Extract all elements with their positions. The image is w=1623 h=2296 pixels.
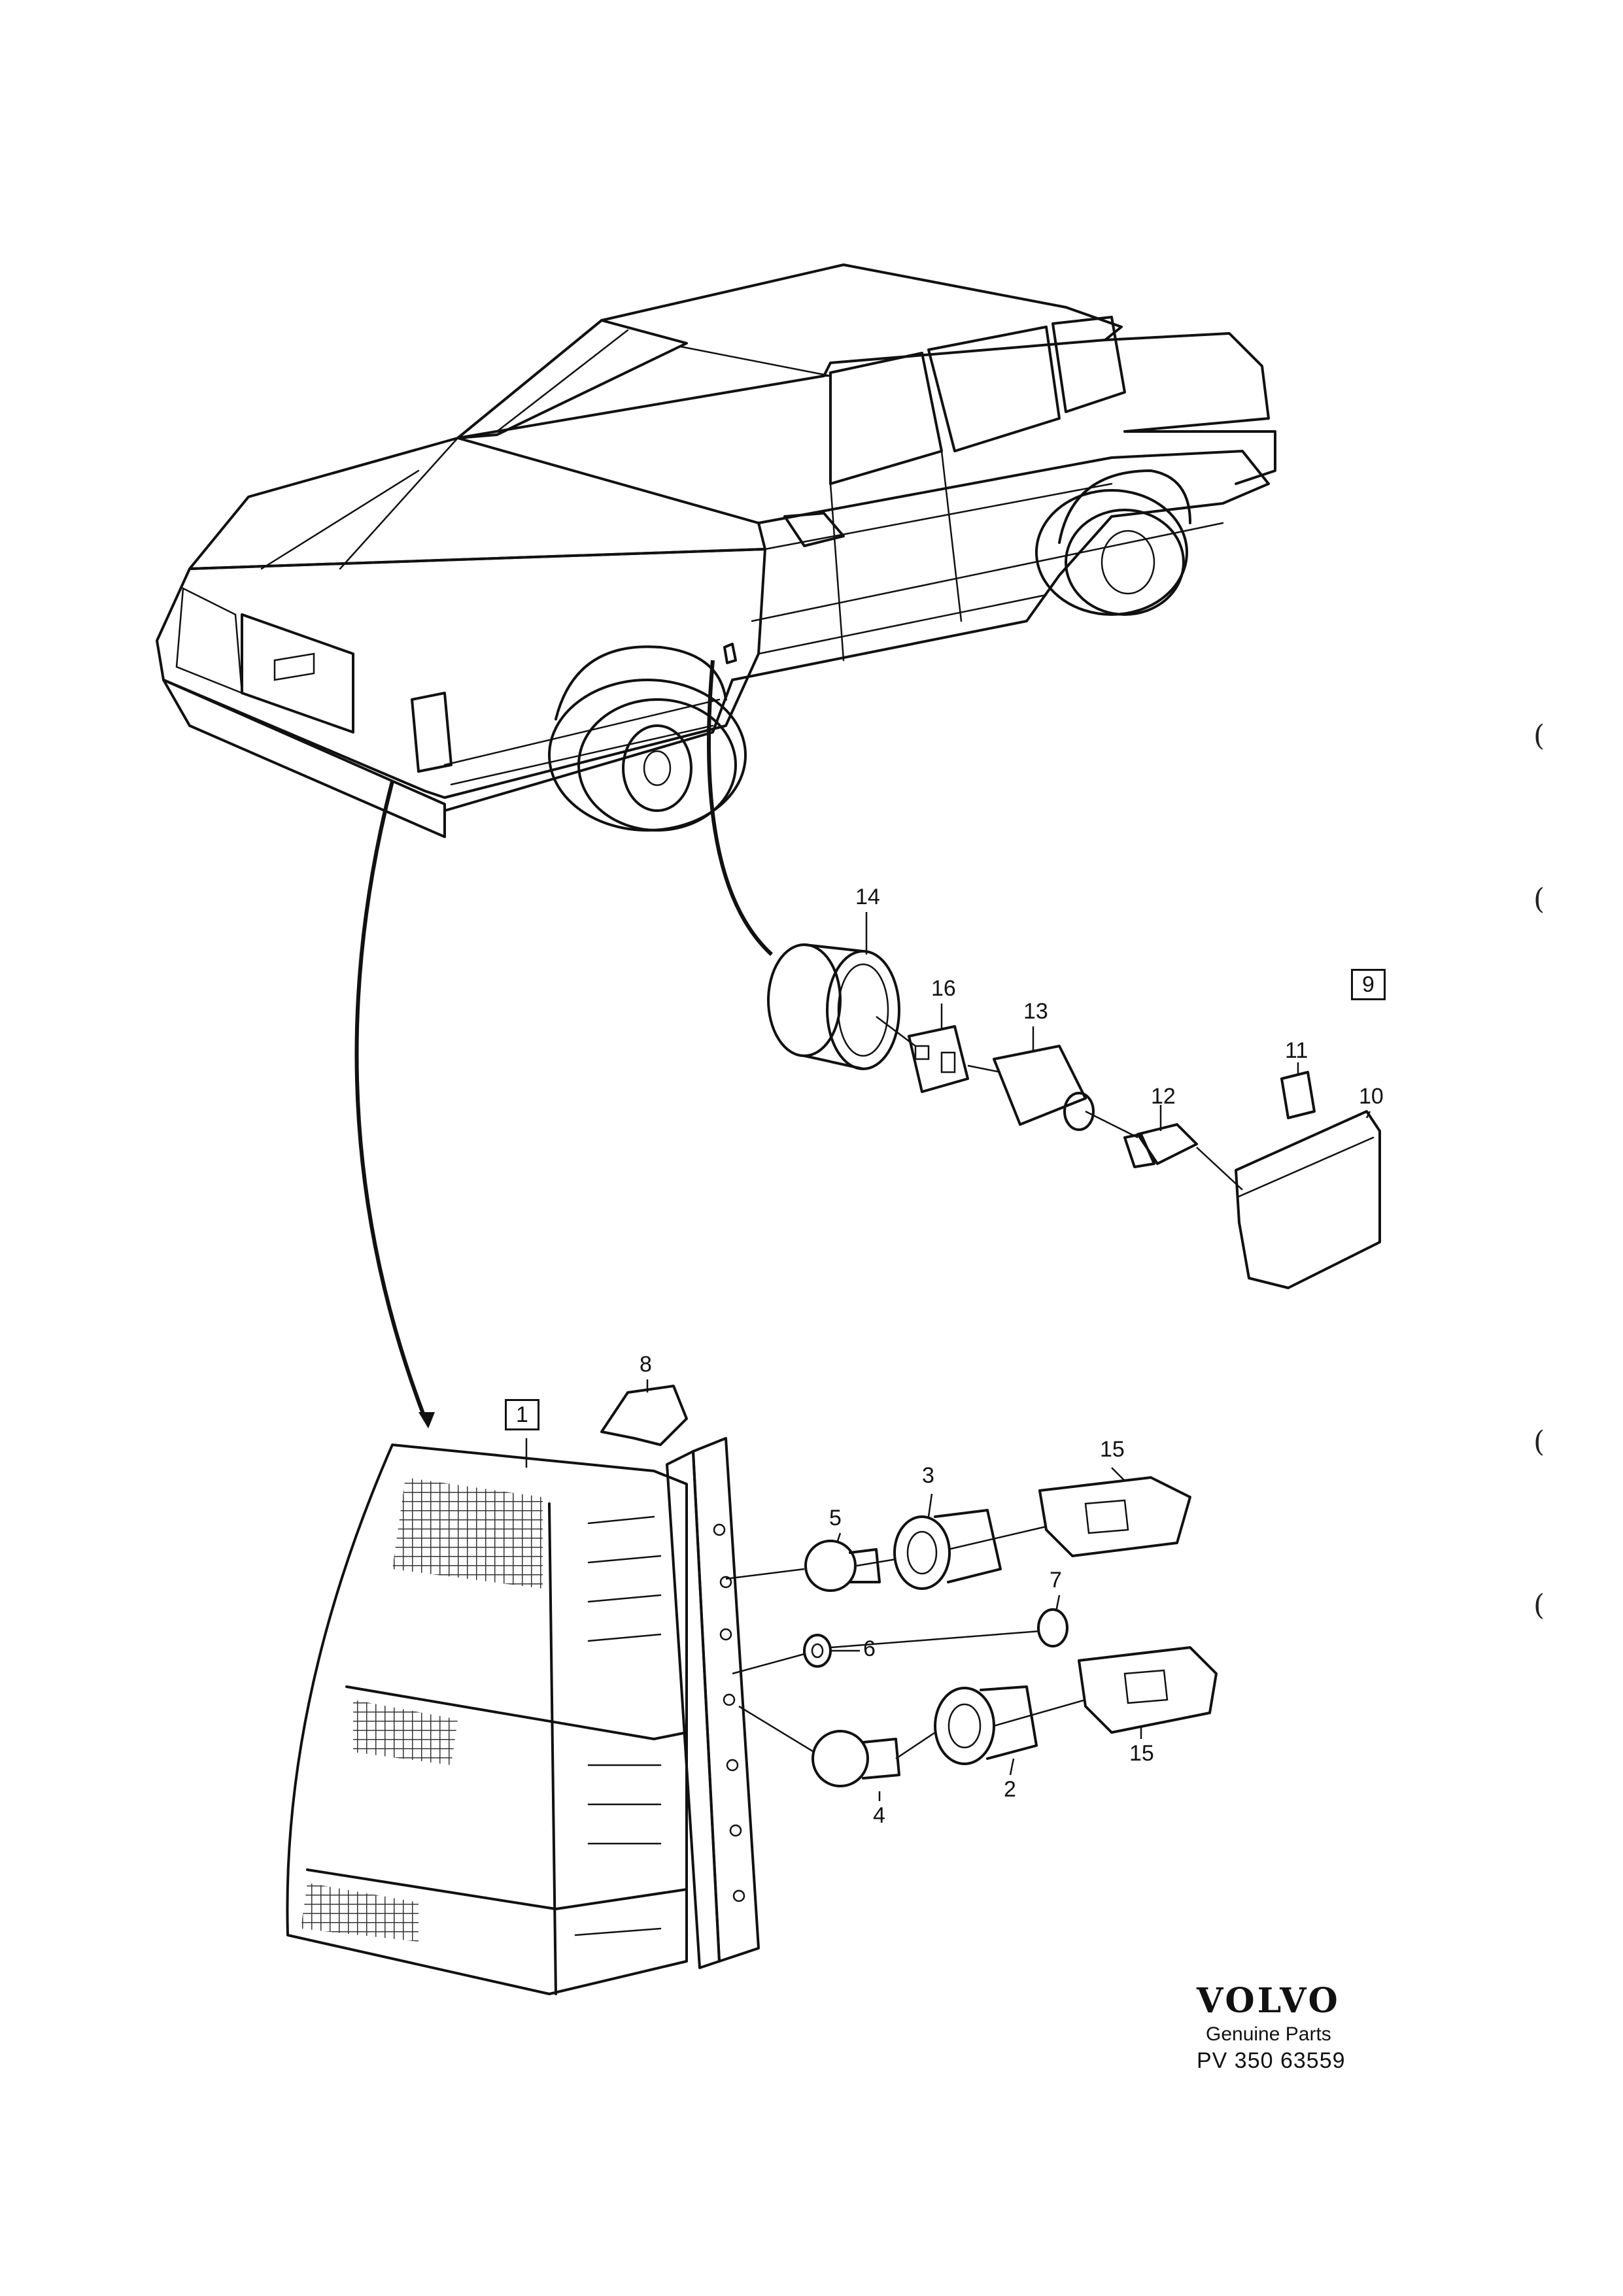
callout-15-lower: 15: [1129, 1741, 1154, 1766]
margin-mark: (: [1533, 1425, 1545, 1459]
callout-7: 7: [1050, 1568, 1062, 1593]
callout-6: 6: [863, 1636, 876, 1661]
callout-15-upper: 15: [1100, 1437, 1125, 1462]
callout-16: 16: [931, 976, 956, 1001]
leader-front: [354, 781, 427, 1420]
callout-1: 1: [505, 1399, 539, 1430]
callout-8: 8: [640, 1352, 652, 1377]
callout-2: 2: [1004, 1777, 1016, 1802]
callout-leaders: [525, 912, 1371, 1801]
axis-line-tail: [725, 1525, 1086, 1760]
genuine-parts-label: Genuine Parts: [1206, 2023, 1331, 2045]
part-code: PV 350 63559: [1197, 2048, 1346, 2073]
callout-10: 10: [1359, 1084, 1384, 1109]
axis-line-side: [876, 1016, 1243, 1190]
side-marker-assembly: [767, 943, 1381, 1289]
leader-side: [707, 660, 774, 956]
margin-mark: (: [1533, 1589, 1545, 1622]
callout-12: 12: [1151, 1084, 1176, 1109]
margin-mark: (: [1533, 883, 1545, 916]
callout-3: 3: [922, 1463, 934, 1488]
callout-14: 14: [855, 885, 880, 909]
callout-4: 4: [873, 1803, 885, 1828]
brand-block: VOLVO Genuine Parts PV 350 63559: [1197, 1981, 1346, 2074]
callout-5: 5: [829, 1506, 842, 1530]
tail-light-assembly: [286, 1385, 1218, 1995]
volvo-logo: VOLVO: [1197, 1981, 1341, 2021]
callout-9: 9: [1351, 969, 1386, 1000]
car-illustration: [156, 263, 1276, 838]
margin-mark: (: [1533, 719, 1545, 752]
callout-11: 11: [1285, 1038, 1308, 1063]
callout-13: 13: [1023, 999, 1048, 1024]
